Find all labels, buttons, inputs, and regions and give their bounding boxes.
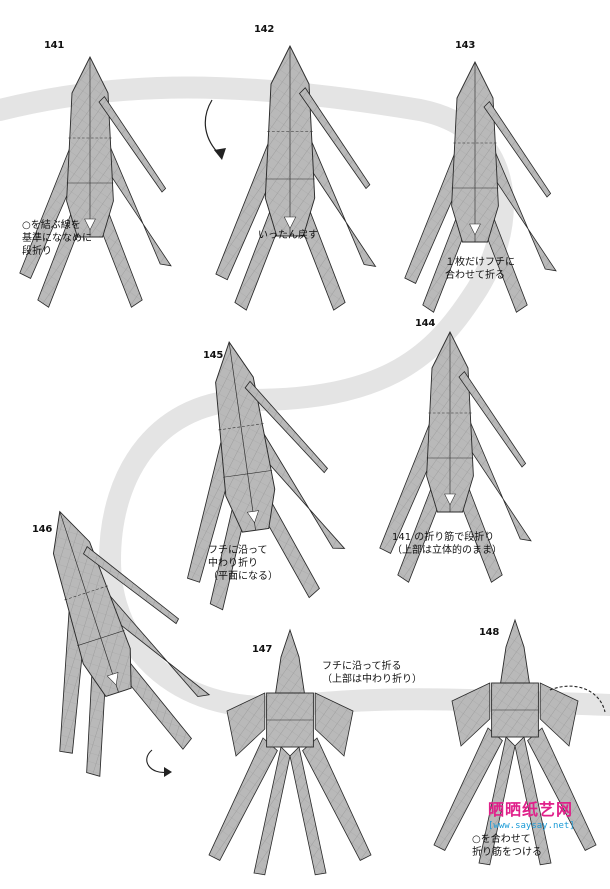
step-number-141: 141	[44, 40, 64, 51]
caption-line: ○を合わせて	[472, 833, 542, 846]
caption-line: 折り筋をつける	[472, 846, 542, 859]
step-143-caption: １枚だけフチに 合わせて折る	[445, 256, 515, 282]
step-142-caption: いったん戻す	[258, 229, 318, 242]
step-number-142: 142	[254, 24, 274, 35]
step-148-caption: ○を合わせて 折り筋をつける	[472, 833, 542, 859]
caption-line: いったん戻す	[258, 229, 318, 242]
caption-line: （上部は中わり折り）	[322, 673, 422, 686]
step-number-148: 148	[479, 627, 499, 638]
step-number-143: 143	[455, 40, 475, 51]
step-number-146: 146	[32, 524, 52, 535]
caption-line: 合わせて折る	[445, 269, 515, 282]
caption-line: フチに沿って	[208, 544, 278, 557]
caption-line: 中わり折り	[208, 557, 278, 570]
step-number-147: 147	[252, 644, 272, 655]
step-number-145: 145	[203, 350, 223, 361]
step-147-caption: フチに沿って折る （上部は中わり折り）	[322, 660, 422, 686]
caption-line: 段折り	[22, 245, 92, 258]
watermark-url: [www.saysay.net]	[488, 821, 608, 831]
caption-line: （平面になる）	[208, 570, 278, 583]
caption-line: （上部は立体的のまま）	[392, 544, 502, 557]
caption-line: 141 の折り筋で段折り	[392, 531, 502, 544]
watermark-title: 晒晒纸艺网	[488, 796, 608, 820]
step-141-caption: ○を結ぶ線を 基準にななめに 段折り	[22, 219, 92, 258]
caption-line: ○を結ぶ線を	[22, 219, 92, 232]
caption-line: １枚だけフチに	[445, 256, 515, 269]
step-144-caption: 141 の折り筋で段折り （上部は立体的のまま）	[392, 531, 502, 557]
step-number-144: 144	[415, 318, 435, 329]
site-watermark: 晒晒纸艺网 [www.saysay.net]	[488, 796, 608, 831]
step-145-caption: フチに沿って 中わり折り （平面になる）	[208, 544, 278, 583]
caption-line: 基準にななめに	[22, 232, 92, 245]
caption-line: フチに沿って折る	[322, 660, 422, 673]
